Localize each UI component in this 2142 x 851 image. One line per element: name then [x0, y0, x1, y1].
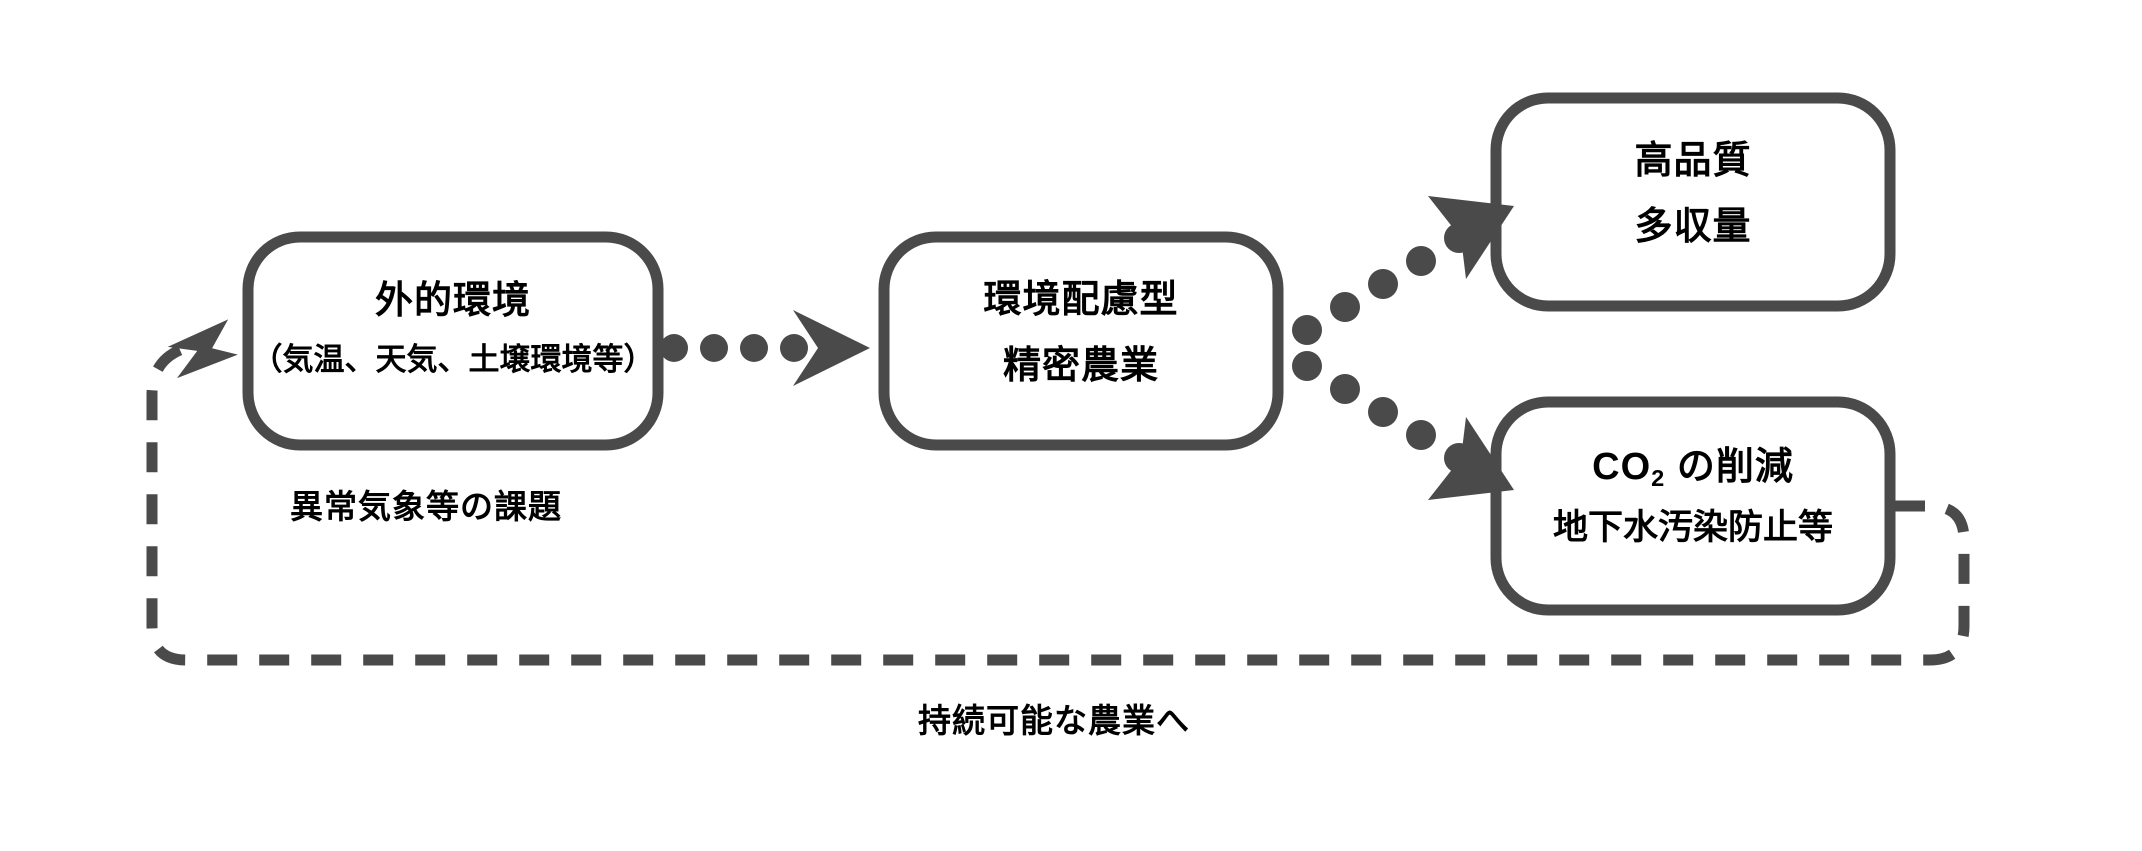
arrowhead-up-right-icon	[1428, 196, 1514, 279]
connector-env-to-agri	[660, 310, 870, 386]
node-high-quality-yield[interactable]	[1490, 92, 1896, 312]
sustainable-agriculture-caption: 持続可能な農業へ	[918, 702, 1190, 739]
feedback-loop-path	[146, 344, 1970, 666]
connector-agri-to-co2	[1292, 351, 1514, 500]
node-precision-agriculture[interactable]	[878, 231, 1284, 451]
connector-agri-to-quality	[1292, 196, 1514, 345]
arrowhead-down-right-icon	[1428, 417, 1514, 500]
issue-caption: 異常気象等の課題	[290, 488, 562, 525]
arrowhead-right-icon	[793, 310, 870, 386]
node-co2-reduction[interactable]	[1490, 396, 1896, 616]
node-external-environment[interactable]	[242, 231, 664, 451]
feedback-arrowhead-icon	[167, 319, 238, 379]
